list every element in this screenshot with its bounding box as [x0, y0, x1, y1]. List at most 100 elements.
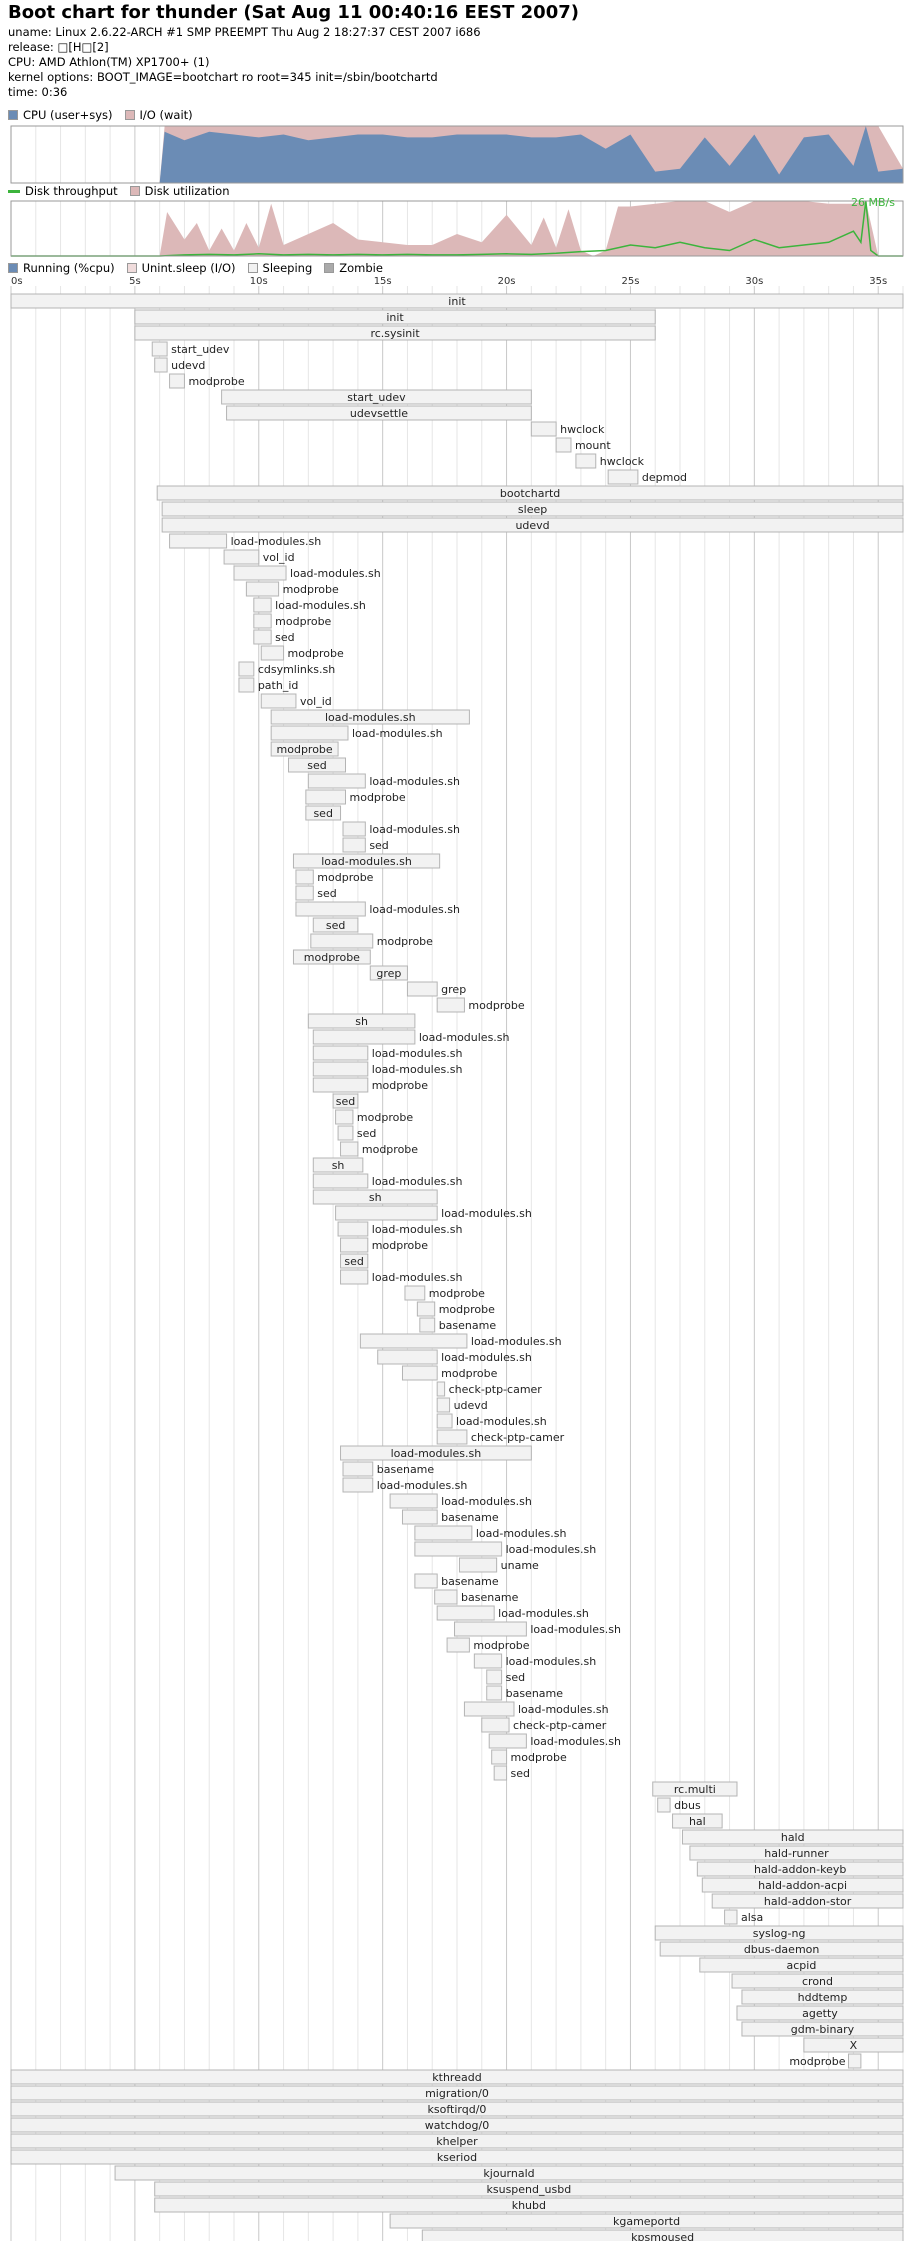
process-bar: [305, 789, 347, 805]
process-label: migration/0: [425, 2087, 489, 2100]
process-label: basename: [441, 1575, 499, 1588]
process-bar: [312, 1189, 438, 1205]
process-bar: [253, 613, 272, 629]
cpu-legend-label: CPU (user+sys): [23, 108, 113, 122]
disk-throughput-line: [11, 200, 903, 257]
process-bar: [436, 997, 465, 1013]
process-bar: [260, 693, 297, 709]
chart-title: Boot chart for thunder (Sat Aug 11 00:40…: [8, 2, 579, 23]
process-bar: [312, 1157, 364, 1173]
process-label: syslog-ng: [753, 1927, 806, 1940]
process-label: dbus-daemon: [744, 1943, 820, 1956]
peak-throughput-label: 26 MB/s: [851, 198, 895, 209]
process-label: sed: [506, 1671, 525, 1684]
process-bar: [699, 1957, 904, 1973]
x-tick-label: 20s: [498, 276, 516, 287]
x-tick-label: 25s: [621, 276, 639, 287]
process-bar: [312, 1173, 369, 1189]
process-label: cdsymlinks.sh: [258, 663, 335, 676]
process-label: vol_id: [300, 695, 332, 708]
process-label: modprobe: [441, 1367, 497, 1380]
cpu-chart-border: [10, 125, 904, 184]
process-bar: [414, 1525, 473, 1541]
process-label: load-modules.sh: [369, 775, 460, 788]
process-bar: [151, 341, 168, 357]
process-label: hald-addon-acpi: [758, 1879, 847, 1892]
process-label: crond: [802, 1975, 833, 1988]
process-bar: [295, 869, 314, 885]
process-bar: [10, 2149, 904, 2165]
process-label: sh: [369, 1191, 382, 1204]
process-bar: [340, 1141, 359, 1157]
process-label: dbus: [674, 1799, 701, 1812]
process-label: load-modules.sh: [498, 1607, 589, 1620]
process-bar: [486, 1685, 503, 1701]
process-bar: [436, 1605, 495, 1621]
process-label: basename: [441, 1511, 499, 1524]
process-label: kgameportd: [613, 2215, 680, 2228]
unint-legend-label: Unint.sleep (I/O): [141, 261, 236, 275]
process-bar: [340, 1269, 369, 1285]
process-bar: [260, 645, 285, 661]
process-label: load-modules.sh: [471, 1335, 562, 1348]
release-line: release: □[H□[2]: [8, 40, 109, 54]
process-bar: [307, 1013, 416, 1029]
process-label: load-modules.sh: [377, 1479, 468, 1492]
disk-legend: Disk throughput Disk utilization: [8, 184, 230, 198]
process-label: load-modules.sh: [325, 711, 416, 724]
process-label: modprobe: [372, 1239, 428, 1252]
process-bar: [169, 533, 228, 549]
process-label: check-ptp-camer: [449, 1383, 543, 1396]
process-bar: [114, 2165, 904, 2181]
process-legend: Running (%cpu) Unint.sleep (I/O) Sleepin…: [8, 261, 383, 275]
process-bar: [292, 949, 371, 965]
process-label: modprobe: [511, 1751, 567, 1764]
process-bar: [555, 437, 572, 453]
process-bar: [270, 725, 349, 741]
throughput-line-swatch: [8, 189, 20, 193]
process-label: path_id: [258, 679, 299, 692]
process-label: udevsettle: [350, 407, 408, 420]
process-bar: [312, 1061, 369, 1077]
process-bar: [389, 1493, 438, 1509]
process-bar: [312, 1045, 369, 1061]
process-bar: [486, 1669, 503, 1685]
cpu-line: CPU: AMD Athlon(TM) XP1700+ (1): [8, 55, 210, 69]
process-bar: [404, 1285, 426, 1301]
process-bar: [154, 2181, 904, 2197]
process-label: ksuspend_usbd: [487, 2183, 572, 2196]
process-label: check-ptp-camer: [471, 1431, 565, 1444]
x-tick-label: 0s: [11, 276, 23, 287]
process-bar: [847, 2053, 862, 2069]
process-bar: [335, 1109, 354, 1125]
process-bar: [238, 677, 255, 693]
unint-swatch: [126, 263, 137, 273]
process-bar: [436, 1429, 468, 1445]
process-label: modprobe: [429, 1287, 485, 1300]
process-bar: [342, 1461, 374, 1477]
process-label: modprobe: [188, 375, 244, 388]
process-bar: [493, 1765, 508, 1781]
process-bar: [288, 757, 346, 773]
process-bar: [10, 293, 904, 309]
process-bar: [414, 1541, 503, 1557]
process-label: basename: [439, 1319, 497, 1332]
process-label: khubd: [512, 2199, 546, 2212]
process-bar: [436, 1397, 451, 1413]
process-bar: [488, 1733, 527, 1749]
process-bar: [10, 2133, 904, 2149]
process-label: load-modules.sh: [321, 855, 412, 868]
process-label: load-modules.sh: [456, 1415, 547, 1428]
cpu-chart: [10, 125, 904, 184]
process-label: kseriod: [437, 2151, 477, 2164]
process-bar: [803, 2037, 904, 2053]
process-bar: [305, 805, 342, 821]
process-bar: [342, 837, 366, 853]
process-label: modprobe: [468, 999, 524, 1012]
x-tick-label: 10s: [250, 276, 268, 287]
sleeping-legend-label: Sleeping: [262, 261, 313, 275]
process-bar: [454, 1621, 527, 1637]
process-bar: [233, 565, 287, 581]
process-bar: [312, 1029, 416, 1045]
process-bar: [312, 1077, 369, 1093]
